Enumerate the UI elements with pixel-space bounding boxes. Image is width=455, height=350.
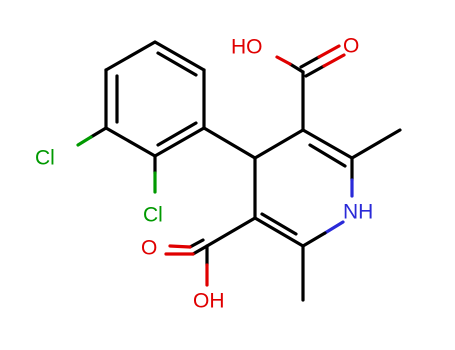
bond <box>153 40 206 72</box>
benzene-ring <box>104 40 206 158</box>
bond <box>202 126 257 160</box>
bond <box>168 244 192 249</box>
bond <box>76 135 93 147</box>
methyl-groups <box>301 128 402 302</box>
bond <box>323 220 345 235</box>
bond <box>350 128 402 160</box>
chloro-substituents: Cl Cl <box>35 126 163 227</box>
bond <box>191 244 209 256</box>
oxygen-atom-label: O <box>141 237 157 260</box>
bond <box>301 231 327 248</box>
bond <box>288 62 305 74</box>
chlorine-atom-label: Cl <box>143 204 163 227</box>
bond <box>301 128 354 160</box>
nh-atom-label: NH <box>343 201 373 224</box>
bond <box>89 126 108 139</box>
bond <box>299 55 321 69</box>
bond <box>275 55 292 66</box>
carboxyl-group-top: HO O <box>231 35 359 132</box>
oxygen-atom-label: O <box>343 35 359 58</box>
bond <box>322 53 346 68</box>
double-bond-inner <box>156 51 198 77</box>
double-bond-inner <box>260 212 298 236</box>
bond <box>188 238 205 249</box>
chlorine-atom-label: Cl <box>35 147 55 170</box>
bond <box>104 126 157 158</box>
bond <box>253 128 305 160</box>
bond <box>153 126 206 158</box>
hydroxyl-atom-label: OH <box>193 290 225 313</box>
double-bond-inner <box>308 143 347 168</box>
bond <box>253 216 305 248</box>
carboxyl-group-bottom: O OH <box>141 216 257 313</box>
dihydropyridine-ring: NH <box>253 128 373 248</box>
bond <box>304 64 326 78</box>
bond <box>205 216 257 248</box>
bond <box>317 44 341 59</box>
double-bond-inner <box>156 121 198 147</box>
hydroxyl-atom-label: HO <box>231 36 263 59</box>
bond <box>104 40 157 72</box>
